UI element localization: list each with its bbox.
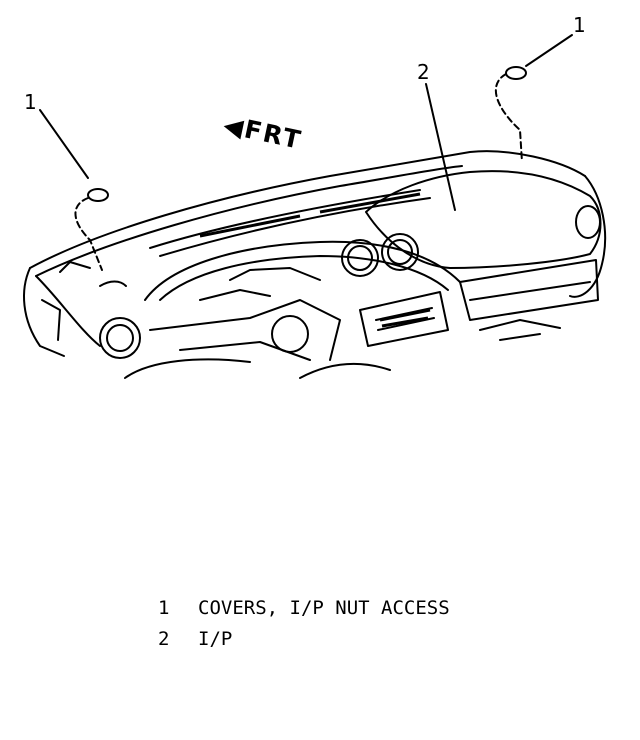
cover-oval-left	[87, 188, 109, 202]
leader-line-2	[425, 83, 456, 211]
instrument-panel-illustration	[23, 34, 607, 379]
legend-item-number: 1	[158, 597, 170, 619]
legend-item: 1 COVERS, I/P NUT ACCESS	[158, 593, 450, 624]
legend-item-text: COVERS, I/P NUT ACCESS	[198, 597, 450, 619]
leader-line-1-left	[39, 109, 89, 179]
cover-oval-right	[505, 66, 527, 80]
callout-2: 2	[417, 60, 430, 84]
legend-item: 2 I/P	[158, 624, 450, 655]
dash-top-edge	[29, 150, 586, 269]
legend-item-text: I/P	[198, 628, 233, 650]
callout-1-right: 1	[573, 13, 586, 37]
steering-hub	[99, 317, 141, 359]
ip-surface-right	[365, 170, 602, 269]
leader-line-1-right	[525, 34, 573, 67]
legend: 1 COVERS, I/P NUT ACCESS 2 I/P	[158, 593, 450, 655]
legend-item-number: 2	[158, 628, 170, 650]
gauge-1	[341, 239, 379, 277]
cover-path-right	[494, 73, 523, 163]
cover-path-left	[74, 197, 103, 271]
gauge-2	[381, 233, 419, 271]
callout-1-left: 1	[24, 90, 37, 114]
